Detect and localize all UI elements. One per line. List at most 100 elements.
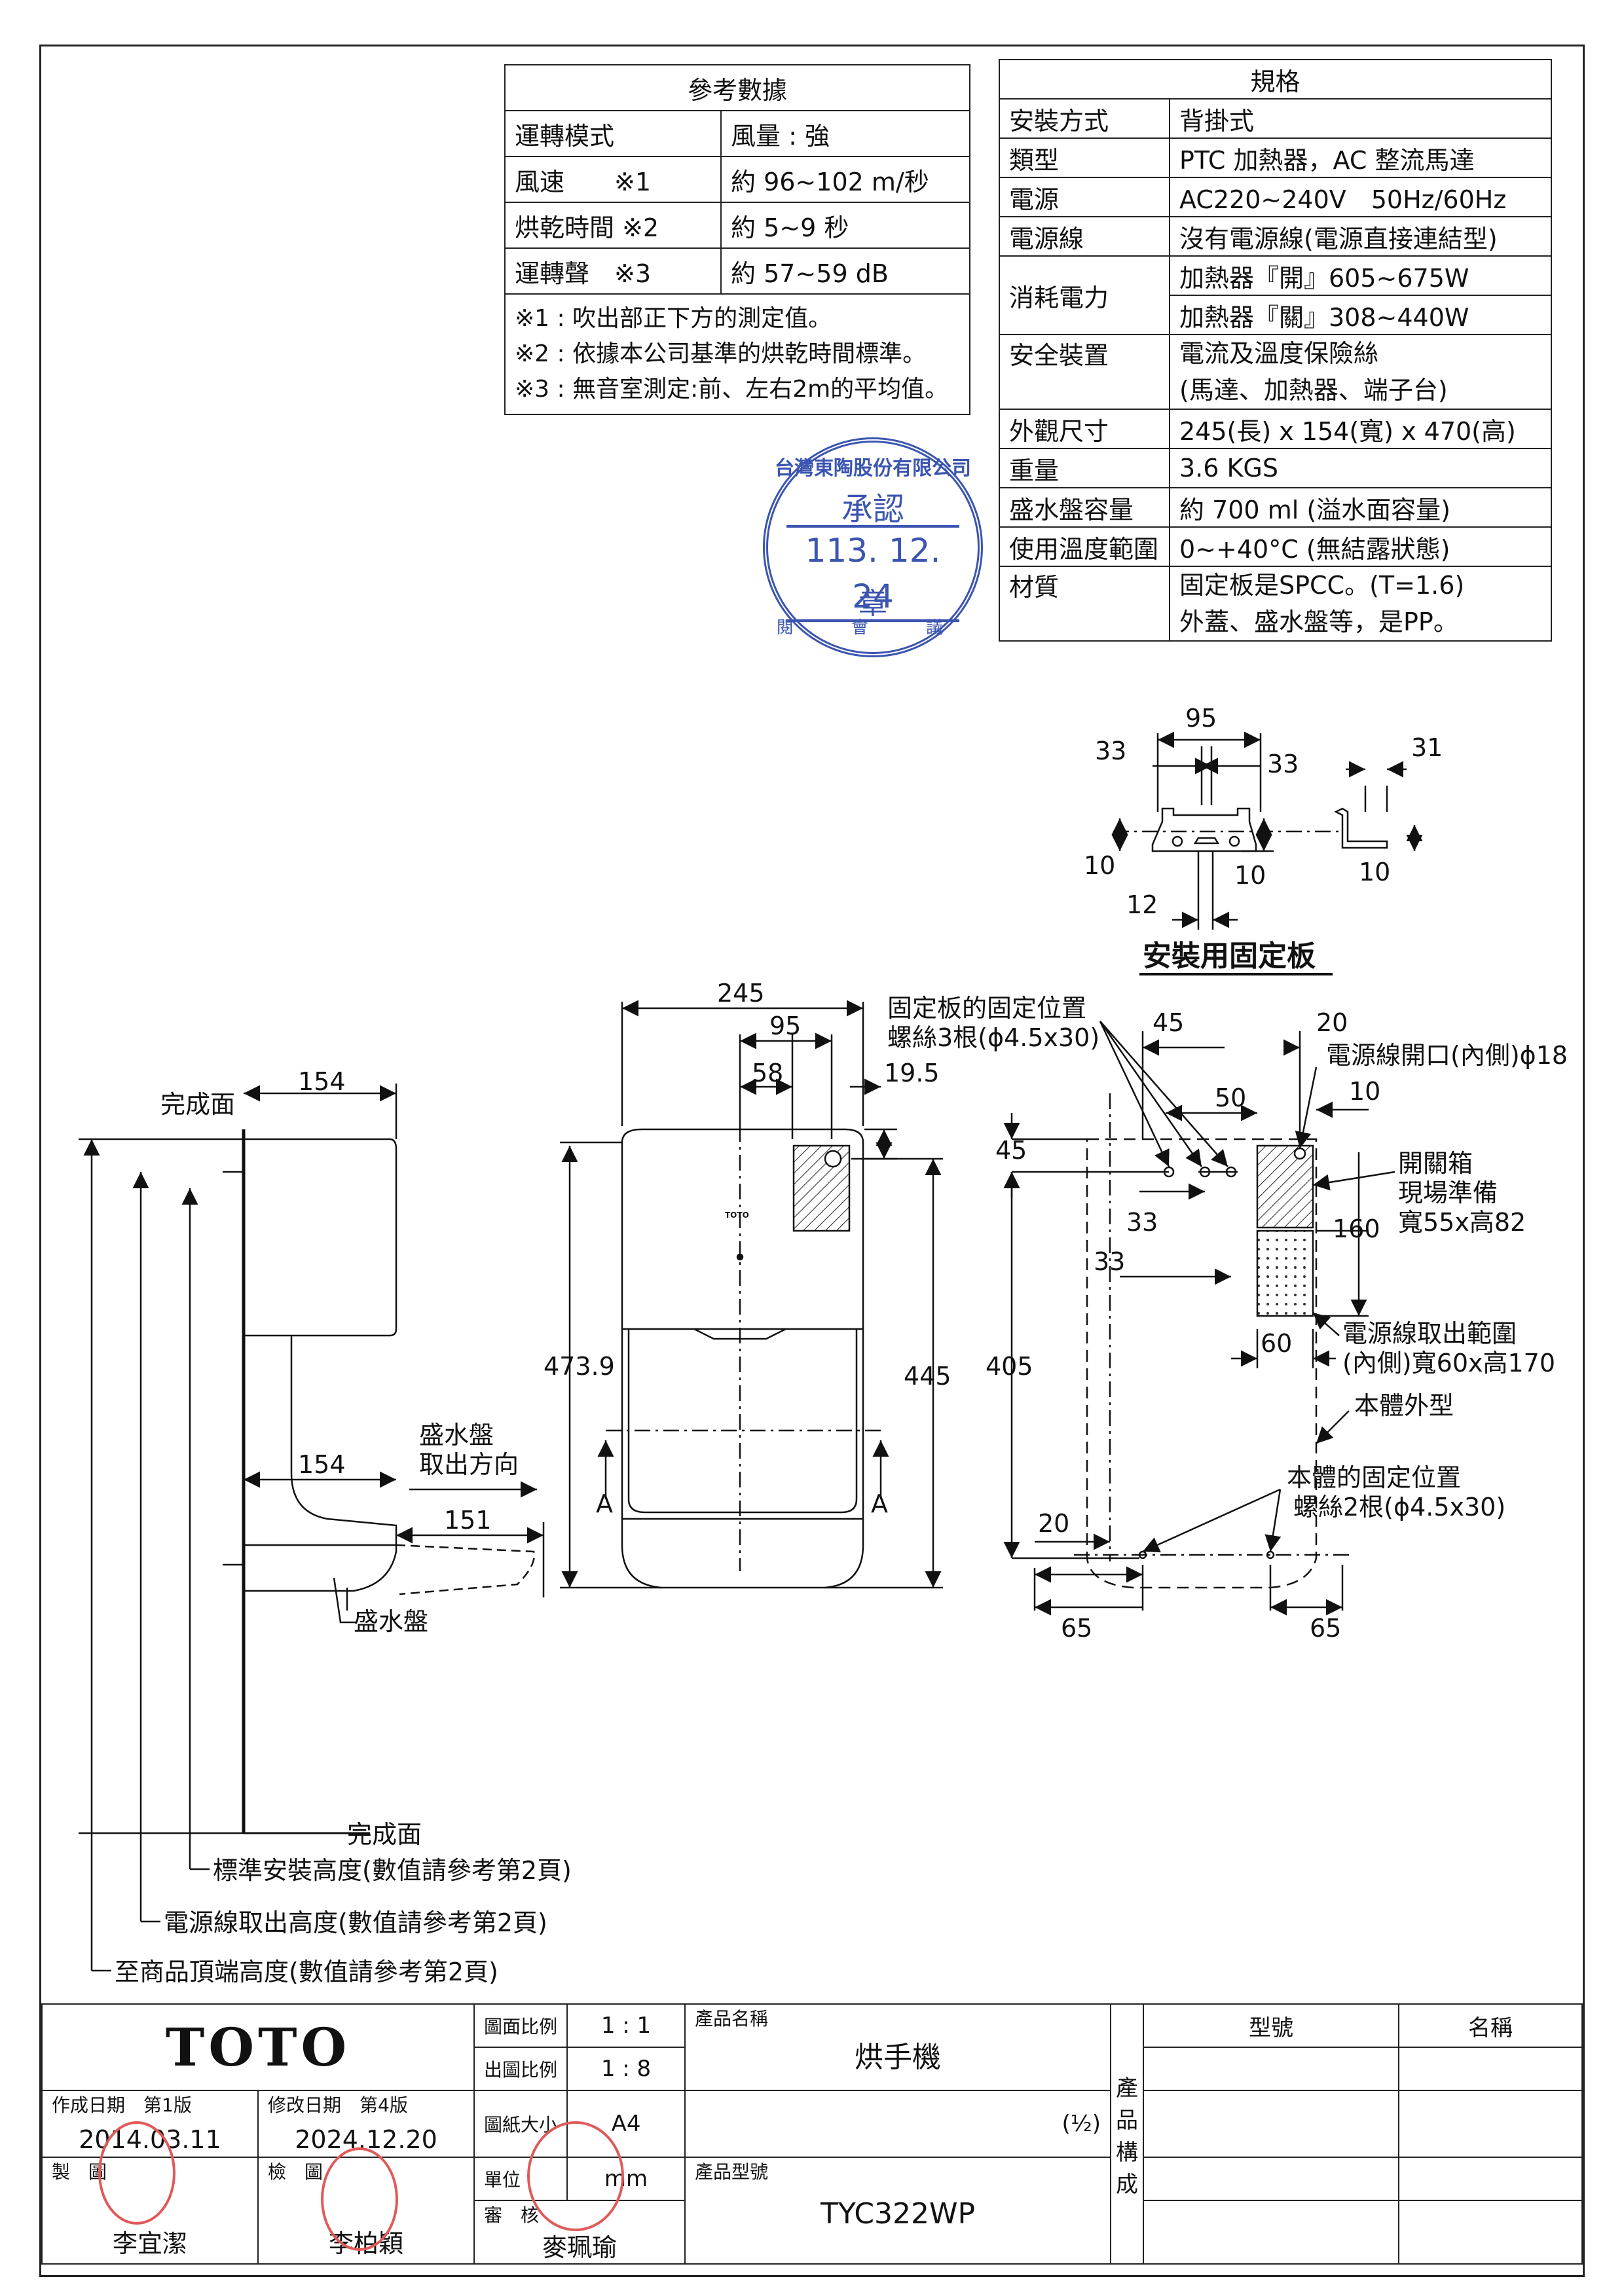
spec-label: 盛水盤容量	[999, 487, 1170, 528]
composition-cell	[1398, 2157, 1583, 2201]
tray-label: 盛水盤	[354, 1607, 428, 1636]
cable-range-label: 電源線取出範圍	[1342, 1319, 1517, 1348]
approval-stamp: 台灣東陶股份有限公司 承認 113. 12. 24 章 閱 會 議	[763, 437, 983, 657]
ref-label: 烘乾時間 ※2	[504, 202, 722, 249]
stamp-date: 113. 12. 24	[786, 525, 959, 622]
reference-notes: ※1 : 吹出部正下方的測定值。 ※2 : 依據本公司基準的烘乾時間標準。 ※3…	[504, 293, 970, 415]
front-dim: 245	[717, 979, 765, 1008]
spec-value: 固定板是SPCC。(T=1.6) 外蓋、盛水盤等，是PP。	[1169, 566, 1552, 642]
composition-cell	[1143, 2157, 1400, 2201]
finish-bottom-label: 完成面	[347, 1820, 422, 1849]
page-indicator: (½)	[684, 2090, 1112, 2158]
switch-box-label: 開關箱	[1398, 1149, 1473, 1178]
spec-label: 類型	[999, 137, 1170, 178]
drawn-by: 李宜潔	[112, 2229, 187, 2258]
spec-value: 3.6 KGS	[1169, 448, 1552, 488]
checked-label: 檢 圖	[268, 2161, 323, 2183]
ref-label: 運轉聲 ※3	[504, 247, 722, 295]
product-name-cell: 產品名稱 烘手機	[684, 2003, 1112, 2091]
product-model: TYC322WP	[820, 2197, 976, 2231]
ref-value: 風量 : 強	[720, 110, 970, 157]
composition-cell	[1143, 2047, 1400, 2091]
spec-label: 安裝方式	[999, 98, 1170, 139]
spec-value: 約 700 ml (溢水面容量)	[1169, 487, 1552, 528]
created-label: 作成日期	[52, 2094, 126, 2116]
spec-label: 消耗電力	[999, 255, 1170, 335]
body-fix-label: 本體的固定位置	[1287, 1463, 1461, 1492]
back-dim: 50	[1215, 1084, 1246, 1112]
front-view	[560, 1000, 943, 1589]
back-view	[1003, 1021, 1395, 1616]
spec-value: AC220~240V 50Hz/60Hz	[1169, 177, 1552, 217]
bracket-dim: 10	[1234, 861, 1266, 890]
bracket-dim: 33	[1267, 750, 1299, 778]
back-dim: 33	[1126, 1208, 1158, 1237]
name-col-header: 名稱	[1398, 2003, 1583, 2048]
note: ※2 : 依據本公司基準的烘乾時間標準。	[515, 340, 927, 367]
composition-cell	[1398, 2047, 1583, 2091]
scale-value: 1 : 1	[566, 2003, 686, 2048]
note: ※1 : 吹出部正下方的測定值。	[515, 305, 832, 332]
side-dim: 154	[298, 1067, 346, 1096]
drawn-seal	[98, 2121, 175, 2225]
spec-label: 使用溫度範圍	[999, 526, 1170, 567]
spec-value: 加熱器『關』308~440W	[1169, 295, 1552, 335]
bracket-title: 安裝用固定板	[1143, 939, 1316, 973]
tray-dir-label: 取出方向	[419, 1450, 519, 1479]
drawing-frame	[39, 45, 1585, 2277]
bracket-dim: 33	[1095, 737, 1126, 765]
spec-label: 外觀尺寸	[999, 409, 1170, 449]
front-dim: 95	[769, 1011, 801, 1040]
spec-value: 加熱器『開』605~675W	[1169, 255, 1552, 296]
modified-label: 修改日期	[268, 2094, 342, 2116]
spec-value: 245(長) x 154(寬) x 470(高)	[1169, 409, 1552, 449]
side-dim: 154	[298, 1450, 346, 1479]
composition-label: 產品構成	[1110, 2003, 1145, 2265]
product-model-label: 產品型號	[695, 2161, 769, 2183]
created-version: 第1版	[143, 2094, 192, 2116]
body-outline-label: 本體外型	[1354, 1391, 1454, 1420]
spec-value: 電流及溫度保險絲(馬達、加熱器、端子台)	[1169, 334, 1552, 410]
ref-label: 風速 ※1	[504, 156, 722, 203]
composition-cell	[1143, 2200, 1400, 2265]
bracket-dim: 95	[1185, 704, 1217, 733]
stamp-bottom: 閱 會 議	[776, 618, 970, 638]
finish-top-label: 完成面	[160, 1090, 235, 1119]
product-model-cell: 產品型號 TYC322WP	[684, 2157, 1112, 2265]
spec-line: 外蓋、盛水盤等，是PP。	[1179, 608, 1458, 636]
back-dim: 65	[1310, 1614, 1341, 1643]
bracket-dim: 10	[1359, 858, 1390, 886]
back-dim: 65	[1061, 1614, 1092, 1643]
composition-cell	[1143, 2090, 1400, 2158]
bracket-pos-label: 固定板的固定位置	[887, 994, 1086, 1023]
front-dim: 473.9	[544, 1352, 615, 1381]
back-dim: 33	[1094, 1247, 1125, 1276]
spec-line: (馬達、加熱器、端子台)	[1179, 376, 1448, 405]
side-view	[79, 1084, 545, 1972]
back-dim: 45	[1153, 1008, 1184, 1037]
print-scale-value: 1 : 8	[566, 2047, 686, 2091]
spec-label: 材質	[999, 566, 1170, 642]
product-name: 烘手機	[855, 2041, 942, 2074]
stamp-ring-text: 台灣東陶股份有限公司	[775, 457, 971, 480]
ref-value: 約 96~102 m/秒	[720, 156, 970, 203]
front-dim: 445	[904, 1362, 951, 1391]
spec-value: 0~+40°C (無結露狀態)	[1169, 526, 1552, 567]
back-dim: 405	[986, 1352, 1033, 1381]
back-dim: 20	[1316, 1008, 1348, 1037]
switch-box-label: 寬55x高82	[1398, 1208, 1526, 1237]
back-dim: 20	[1038, 1509, 1069, 1538]
composition-cell	[1398, 2090, 1583, 2158]
spec-label: 電源	[999, 177, 1170, 217]
front-logo: TOTO	[725, 1211, 749, 1220]
reviewed-by: 麥珮瑜	[542, 2233, 618, 2262]
bracket-view	[1111, 731, 1423, 930]
model-col-header: 型號	[1143, 2003, 1400, 2048]
spec-line: 固定板是SPCC。(T=1.6)	[1179, 571, 1465, 600]
drawn-label: 製 圖	[52, 2161, 107, 2183]
spec-value: PTC 加熱器，AC 整流馬達	[1169, 137, 1552, 178]
spec-title: 規格	[999, 59, 1552, 100]
tray-dir-label: 盛水盤	[419, 1421, 494, 1449]
